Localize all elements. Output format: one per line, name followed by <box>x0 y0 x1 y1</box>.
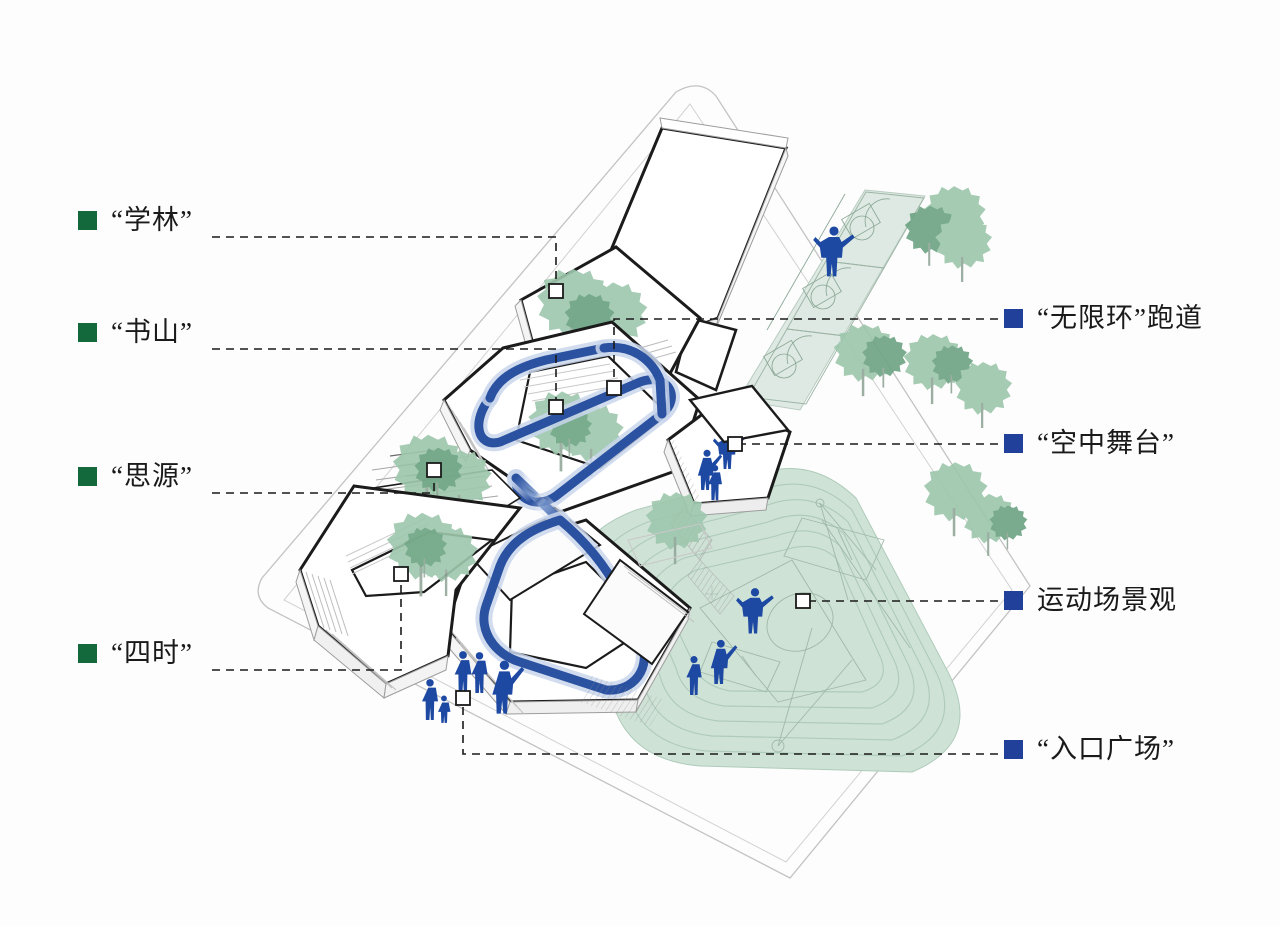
legend-item-entrance-plaza[interactable]: “入口广场” <box>1004 736 1175 763</box>
legend-label-wuxianhuan-track: “无限环”跑道 <box>1037 303 1203 333</box>
legend-label-sports-field-landscape: 运动场景观 <box>1037 585 1177 615</box>
legend-swatch-green <box>78 211 97 230</box>
legend-item-sishi[interactable]: “四时” <box>78 640 193 667</box>
east-link-block <box>580 384 791 726</box>
marker-yundongchang <box>795 593 811 609</box>
marker-rukouguangchang <box>455 690 471 706</box>
legend-item-xuelin[interactable]: “学林” <box>78 207 193 234</box>
legend-item-shushan[interactable]: “书山” <box>78 319 193 346</box>
southwest-l-block <box>295 484 523 699</box>
marker-shushan <box>548 399 564 415</box>
marker-kongzhongwutai <box>727 436 743 452</box>
legend-swatch-green <box>78 323 97 342</box>
marker-wuxianhuan <box>606 380 622 396</box>
sports-courts-strip <box>737 189 926 411</box>
legend-swatch-green <box>78 644 97 663</box>
legend-item-siyuan[interactable]: “思源” <box>78 463 193 490</box>
legend-label-siyuan: “思源” <box>111 461 193 491</box>
marker-sishi <box>393 566 409 582</box>
marker-siyuan <box>426 462 442 478</box>
legend-swatch-green <box>78 467 97 486</box>
leader-lines <box>212 236 998 755</box>
legend-swatch-blue <box>1004 591 1023 610</box>
leader-markers <box>393 283 811 706</box>
legend-swatch-blue <box>1004 740 1023 759</box>
infinity-loop-track <box>470 338 680 699</box>
legend-item-sports-field-landscape[interactable]: 运动场景观 <box>1004 587 1177 614</box>
legend-label-sky-stage: “空中舞台” <box>1037 428 1175 458</box>
site-boundary <box>257 85 1031 879</box>
legend-label-entrance-plaza: “入口广场” <box>1037 734 1175 764</box>
legend-swatch-blue <box>1004 309 1023 328</box>
legend-item-wuxianhuan-track[interactable]: “无限环”跑道 <box>1004 305 1203 332</box>
legend-item-sky-stage[interactable]: “空中舞台” <box>1004 430 1175 457</box>
legend-label-shushan: “书山” <box>111 317 193 347</box>
marker-xuelin <box>548 283 564 299</box>
legend-swatch-blue <box>1004 434 1023 453</box>
legend-label-xuelin: “学林” <box>111 205 193 235</box>
legend-label-sishi: “四时” <box>111 638 193 668</box>
